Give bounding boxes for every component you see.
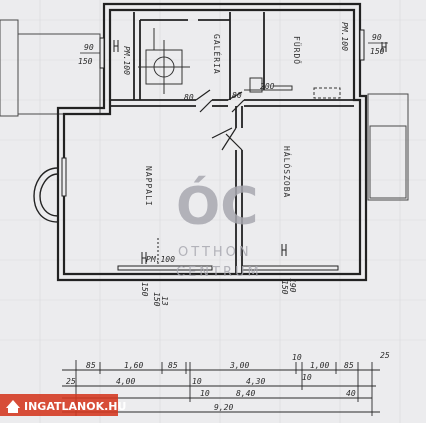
- windows: [61, 29, 365, 271]
- otthon-centrum-watermark: ÓC OTTHON CENTRUM: [176, 175, 262, 280]
- spiral-stair: [138, 28, 190, 94]
- dim-row1-1: 85: [86, 361, 96, 370]
- dim-row3-2: 8,40: [236, 389, 255, 398]
- door-swings: [195, 89, 245, 151]
- bath-door-frame: [249, 77, 263, 93]
- watermark-logo: ÓC: [176, 175, 258, 237]
- window-bottom-small-height: 150: [152, 292, 161, 307]
- dim-row1-2: 1,60: [124, 361, 143, 370]
- bathtub: [313, 87, 341, 99]
- dim-row2-5: 10: [302, 373, 312, 382]
- dim-row2-2: 4,00: [116, 377, 135, 386]
- dim-row3-3: 40: [346, 389, 356, 398]
- room-label-galeria: GALÉRIA: [212, 34, 223, 75]
- badge-text: INGATLANOK.HU: [24, 400, 126, 413]
- dim-row1-6: 1,00: [310, 361, 329, 370]
- dim-row1-4: 3,00: [229, 361, 249, 370]
- interior-walls: [110, 12, 354, 274]
- ingatlanok-badge: INGATLANOK.HU: [0, 394, 126, 416]
- room-label-haloszoba: HÁLÓSZOBA: [282, 146, 293, 198]
- dim-row2-4: 4,30: [246, 377, 265, 386]
- window-bottom-left-note: PM.100: [146, 255, 175, 264]
- side-note-bath: PM.100: [340, 22, 349, 51]
- window-bottom-small-width: 13: [160, 296, 169, 306]
- watermark-line1: OTTHON: [178, 245, 252, 260]
- dim-row3-1: 10: [200, 389, 210, 398]
- window-bottom-left-width: 150: [140, 282, 149, 297]
- door-bath-width: 80: [232, 91, 242, 100]
- inner-wall-line: [62, 8, 362, 276]
- bath-counter: [244, 85, 293, 91]
- dim-row1-3: 85: [168, 361, 178, 370]
- window-left-height: 150: [78, 57, 93, 66]
- dim-row4-1: 9,20: [214, 403, 233, 412]
- window-right-width: 90: [372, 33, 382, 42]
- dim-row2-3: 10: [192, 377, 202, 386]
- right-terrace: [367, 93, 409, 201]
- door-galeria-width: 80: [184, 93, 194, 102]
- window-bottom-right-width: 190: [288, 278, 297, 293]
- dim-row1-8: 25: [380, 351, 390, 360]
- window-left-width: 90: [84, 43, 94, 52]
- right-terrace-inner: [369, 125, 407, 199]
- side-note-left: PM.100: [122, 46, 131, 75]
- house-icon: [6, 400, 20, 413]
- dim-row2-1: 25: [66, 377, 76, 386]
- wall-marks: [113, 40, 387, 264]
- window-bottom-right-height: 150: [280, 280, 289, 295]
- room-label-furdo: FÜRDŐ: [292, 36, 302, 65]
- dim-row1-7: 85: [344, 361, 354, 370]
- entrance-bay: [33, 167, 59, 223]
- door-bath-height: 200: [260, 82, 275, 91]
- bathroom-fixtures: [244, 77, 341, 99]
- window-right-height: 150: [370, 47, 385, 56]
- dim-row1-5: 10: [292, 353, 302, 362]
- watermark-line2: CENTRUM: [176, 265, 262, 280]
- room-label-nappali: NAPPALI: [144, 166, 153, 207]
